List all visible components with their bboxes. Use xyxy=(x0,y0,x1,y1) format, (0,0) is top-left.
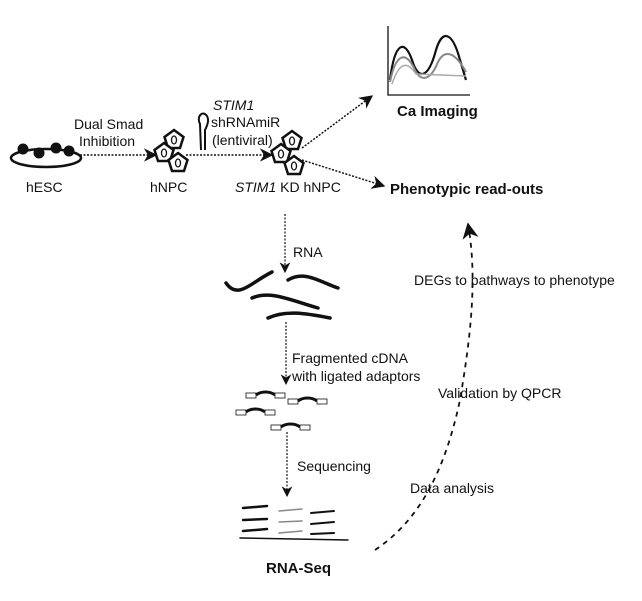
ca-imaging-plot-icon xyxy=(387,26,470,96)
data-analysis-label: Data analysis xyxy=(410,480,494,496)
sequencing-reads-icon xyxy=(239,504,349,541)
analysis-feedback-arrow xyxy=(374,222,479,551)
sequencing-label: Sequencing xyxy=(297,458,371,474)
hesc-label: hESC xyxy=(26,179,63,195)
validation-qpcr-label: Validation by QPCR xyxy=(438,385,561,401)
phenotypic-readouts-label: Phenotypic read-outs xyxy=(390,181,543,198)
ligated-adaptors-label: with ligated adaptors xyxy=(291,368,420,384)
dual-smad-label: Dual Smad xyxy=(74,116,143,132)
degs-pathways-label: DEGs to pathways to phenotype xyxy=(414,272,615,288)
kd-hnpc-label: STIM1 KD hNPC xyxy=(235,179,341,195)
arrow-to-ca-imaging xyxy=(301,95,374,149)
hesc-dish-icon xyxy=(9,142,83,169)
inhibition-label: Inhibition xyxy=(79,133,135,149)
ca-imaging-label: Ca Imaging xyxy=(397,103,478,120)
rna-strands-icon xyxy=(224,270,340,320)
shrna-hairpin-icon xyxy=(197,112,210,151)
cdna-fragments-icon xyxy=(235,390,328,431)
kd-hnpc-cells-icon xyxy=(270,129,305,176)
arrow-to-phenotypic xyxy=(301,159,386,189)
rna-seq-label: RNA-Seq xyxy=(266,560,331,577)
lentiviral-label: (lentiviral) xyxy=(212,132,273,148)
hnpc-label: hNPC xyxy=(150,179,187,195)
rna-label: RNA xyxy=(293,244,323,260)
shrnamir-label: shRNAmiR xyxy=(211,114,280,130)
fragmented-cdna-label: Fragmented cDNA xyxy=(292,350,409,366)
hnpc-cells-icon xyxy=(153,128,189,173)
stim1-label: STIM1 xyxy=(213,97,254,113)
